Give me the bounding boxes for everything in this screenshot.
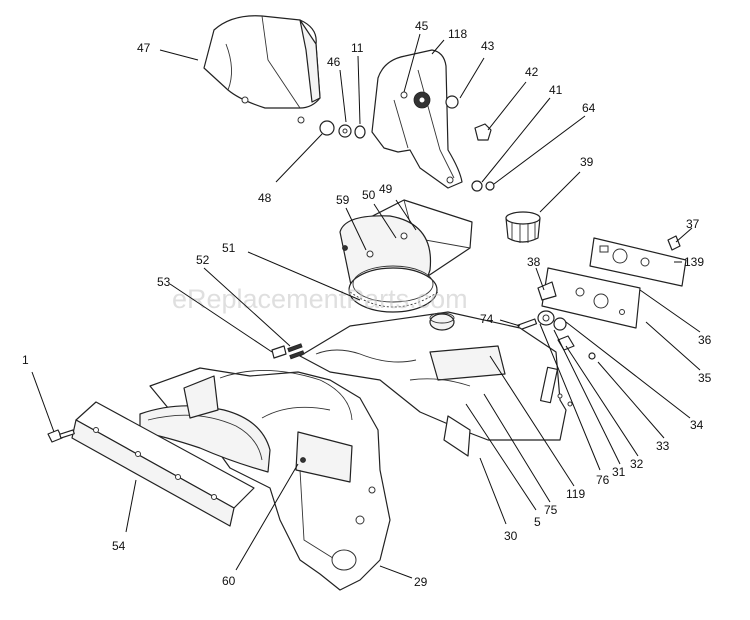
leader-31 (553, 329, 621, 465)
callout-47: 47 (137, 41, 151, 55)
callout-51: 51 (222, 241, 236, 255)
leader-11 (357, 55, 361, 125)
control-panel-part (589, 235, 687, 287)
leader-36 (639, 289, 701, 333)
callout-50: 50 (362, 188, 376, 202)
leader-43 (459, 57, 485, 99)
callout-43: 43 (481, 39, 495, 53)
leader-37 (675, 227, 693, 243)
leader-lines (31, 33, 701, 579)
leader-39 (539, 171, 581, 213)
callout-33: 33 (656, 439, 670, 453)
leader-119 (489, 355, 575, 487)
callout-30: 30 (504, 529, 518, 543)
callout-76: 76 (596, 473, 610, 487)
callout-35: 35 (698, 371, 712, 385)
callout-119: 119 (566, 487, 585, 501)
bolt-hardware (47, 343, 305, 443)
callout-11: 11 (351, 41, 364, 55)
washer-hardware (319, 120, 366, 139)
leader-51 (247, 251, 361, 301)
leader-41 (481, 97, 551, 183)
bracket-hardware (445, 95, 495, 192)
leader-35 (645, 321, 701, 371)
callout-64: 64 (582, 101, 596, 115)
callout-54: 54 (112, 539, 126, 553)
chute-deflector-part (203, 15, 321, 124)
switch-hardware (517, 281, 596, 360)
chute-ring-gear-part (339, 199, 473, 313)
leader-53 (169, 283, 273, 353)
callout-45: 45 (415, 19, 429, 33)
callout-32: 32 (630, 457, 644, 471)
leader-52 (203, 267, 291, 347)
leader-47 (159, 49, 199, 61)
callout-52: 52 (196, 253, 210, 267)
leader-45 (403, 33, 421, 93)
callout-37: 37 (686, 217, 700, 231)
chute-bracket-part (371, 49, 463, 189)
leader-60 (235, 463, 299, 571)
scraper-bar-part (71, 401, 255, 527)
leader-32 (565, 345, 639, 457)
callout-48: 48 (258, 191, 272, 205)
leader-29 (379, 565, 413, 579)
callout-38: 38 (527, 255, 541, 269)
leader-75 (483, 393, 551, 503)
leader-76 (539, 323, 601, 471)
callout-59: 59 (336, 193, 350, 207)
leader-46 (339, 69, 347, 123)
housing-top-plate (299, 311, 573, 457)
callout-5: 5 (534, 515, 541, 529)
callout-49: 49 (379, 182, 393, 196)
callout-60: 60 (222, 574, 236, 588)
leader-50 (373, 203, 397, 239)
leader-38 (535, 267, 545, 291)
callout-42: 42 (525, 65, 539, 79)
callout-1: 1 (22, 353, 29, 367)
callout-34: 34 (690, 418, 704, 432)
callout-75: 75 (544, 503, 558, 517)
callout-39: 39 (580, 155, 594, 169)
auger-housing (139, 367, 391, 591)
watermark: eReplacementParts.com (172, 284, 468, 314)
leader-74 (499, 319, 521, 327)
leader-59 (345, 207, 367, 251)
callout-46: 46 (327, 55, 341, 69)
callout-31: 31 (612, 465, 626, 479)
leader-30 (479, 457, 507, 525)
leader-49 (395, 199, 417, 231)
callout-36: 36 (698, 333, 712, 347)
leader-54 (125, 479, 137, 533)
leader-64 (493, 115, 586, 185)
leader-118 (431, 39, 445, 55)
knob-cap-part (505, 211, 541, 243)
leader-42 (487, 81, 527, 131)
leader-5 (465, 403, 537, 511)
callout-41: 41 (549, 83, 563, 97)
callout-53: 53 (157, 275, 171, 289)
callout-74: 74 (480, 312, 494, 326)
callout-118: 118 (448, 27, 467, 41)
leader-33 (597, 361, 665, 439)
leader-34 (565, 321, 691, 419)
leader-48 (275, 133, 323, 183)
callout-labels: 47 46 11 45 118 43 42 41 64 48 39 59 50 … (22, 19, 712, 589)
callout-139: 139 (684, 255, 704, 269)
leader-1 (31, 371, 55, 433)
callout-29: 29 (414, 575, 428, 589)
